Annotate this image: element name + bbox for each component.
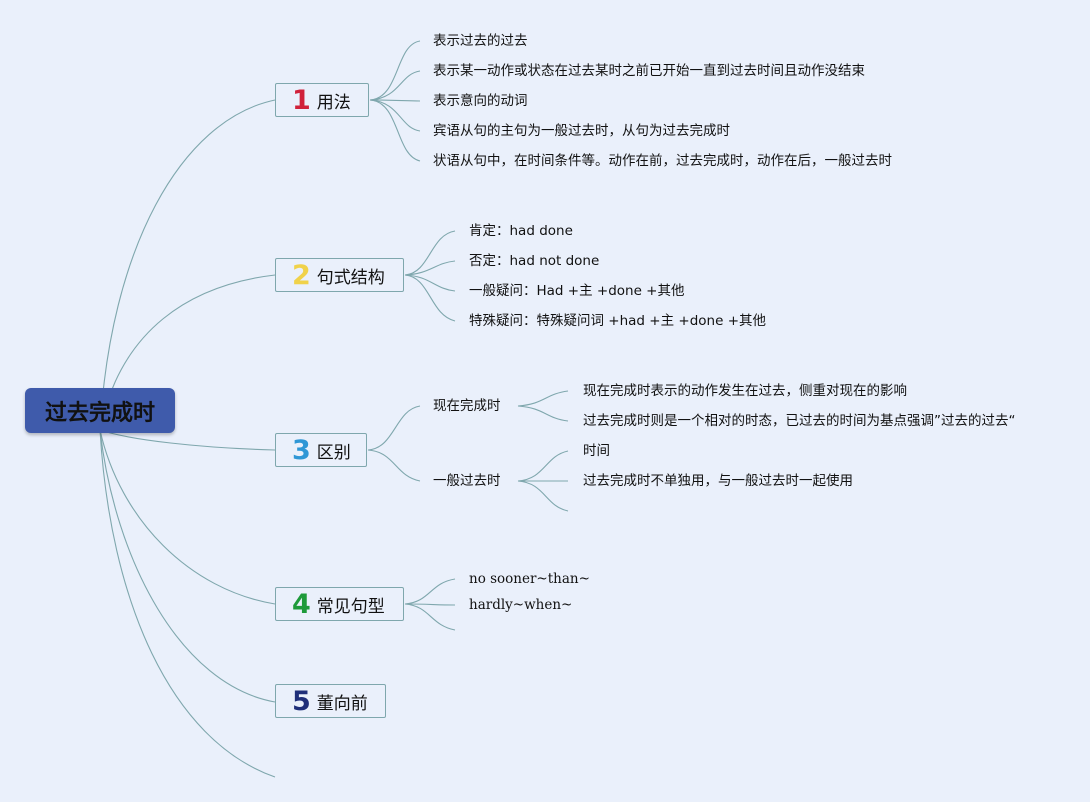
connector-b1-l1 xyxy=(369,40,421,101)
leaf-item[interactable]: 时间 xyxy=(583,443,610,459)
connector-b2-l1 xyxy=(404,230,456,276)
leaf-item[interactable]: 过去完成时不单独用，与一般过去时一起使用 xyxy=(583,473,853,489)
connector-root-b1 xyxy=(99,99,276,431)
connector-g1-l2 xyxy=(517,405,569,422)
number-5-icon: 5 xyxy=(292,685,311,717)
leaf-item[interactable]: 一般疑问：Had +主 +done +其他 xyxy=(469,283,685,299)
connector-b2-l4 xyxy=(404,274,456,322)
leaf-item[interactable]: 表示过去的过去 xyxy=(433,33,528,49)
connector-b3-g1 xyxy=(367,405,421,451)
connector-g2-l1 xyxy=(517,450,569,482)
number-1-icon: 1 xyxy=(292,84,311,116)
connector-b1-l5 xyxy=(369,99,421,162)
branch-node-sentence-structure[interactable]: 2 句式结构 xyxy=(275,258,404,292)
branch-label: 董向前 xyxy=(316,693,368,714)
leaf-item[interactable]: 过去完成时则是一个相对的时态，已过去的时间为基点强调”过去的过去“ xyxy=(583,413,1016,429)
connector-g1-l1 xyxy=(517,390,569,407)
connector-root-extra xyxy=(99,429,276,778)
connector-root-b5 xyxy=(99,429,276,703)
connector-b2-l3 xyxy=(404,274,456,292)
connector-b1-l4 xyxy=(369,99,421,132)
leaf-item[interactable]: 宾语从句的主句为一般过去时，从句为过去完成时 xyxy=(433,123,730,139)
connector-b1-l2 xyxy=(369,70,421,101)
leaf-item[interactable]: 表示意向的动词 xyxy=(433,93,528,109)
leaf-item[interactable]: no sooner~than~ xyxy=(469,571,590,587)
leaf-item[interactable]: 现在完成时表示的动作发生在过去，侧重对现在的影响 xyxy=(583,383,907,399)
connector-b4-l2 xyxy=(404,603,456,606)
connector-b3-g2 xyxy=(367,449,421,482)
leaf-item[interactable]: 否定：had not done xyxy=(469,253,600,269)
leaf-item[interactable]: 特殊疑问：特殊疑问词 +had +主 +done +其他 xyxy=(469,313,766,329)
connector-b1-l3 xyxy=(369,99,421,102)
connector-g2-l3 xyxy=(517,480,569,512)
leaf-item[interactable]: 状语从句中，在时间条件等。动作在前，过去完成时，动作在后，一般过去时 xyxy=(433,153,892,169)
branch-label: 用法 xyxy=(316,92,351,113)
connector-b4-l1 xyxy=(404,578,456,605)
branch-node-usage[interactable]: 1 用法 xyxy=(275,83,369,117)
leaf-item[interactable]: hardly~when~ xyxy=(469,597,573,613)
number-2-icon: 2 xyxy=(292,259,311,291)
branch-node-author[interactable]: 5 董向前 xyxy=(275,684,386,718)
connector-root-b3 xyxy=(99,429,276,451)
branch-label: 常见句型 xyxy=(316,596,385,617)
branch-label: 句式结构 xyxy=(316,267,385,288)
connector-root-b4 xyxy=(99,429,276,605)
subtopic-simple-past[interactable]: 一般过去时 xyxy=(433,473,501,489)
subtopic-present-perfect[interactable]: 现在完成时 xyxy=(433,398,501,414)
leaf-item[interactable]: 表示某一动作或状态在过去某时之前已开始一直到过去时间且动作没结束 xyxy=(433,63,865,79)
connector-b4-l3 xyxy=(404,603,456,631)
number-3-icon: 3 xyxy=(292,434,311,466)
root-label: 过去完成时 xyxy=(44,400,155,426)
number-4-icon: 4 xyxy=(292,588,311,620)
branch-label: 区别 xyxy=(316,442,351,463)
branch-node-common-patterns[interactable]: 4 常见句型 xyxy=(275,587,404,621)
branch-node-difference[interactable]: 3 区别 xyxy=(275,433,367,467)
connector-b2-l2 xyxy=(404,260,456,276)
leaf-item[interactable]: 肯定：had done xyxy=(469,223,573,239)
root-node[interactable]: 过去完成时 xyxy=(25,388,175,433)
